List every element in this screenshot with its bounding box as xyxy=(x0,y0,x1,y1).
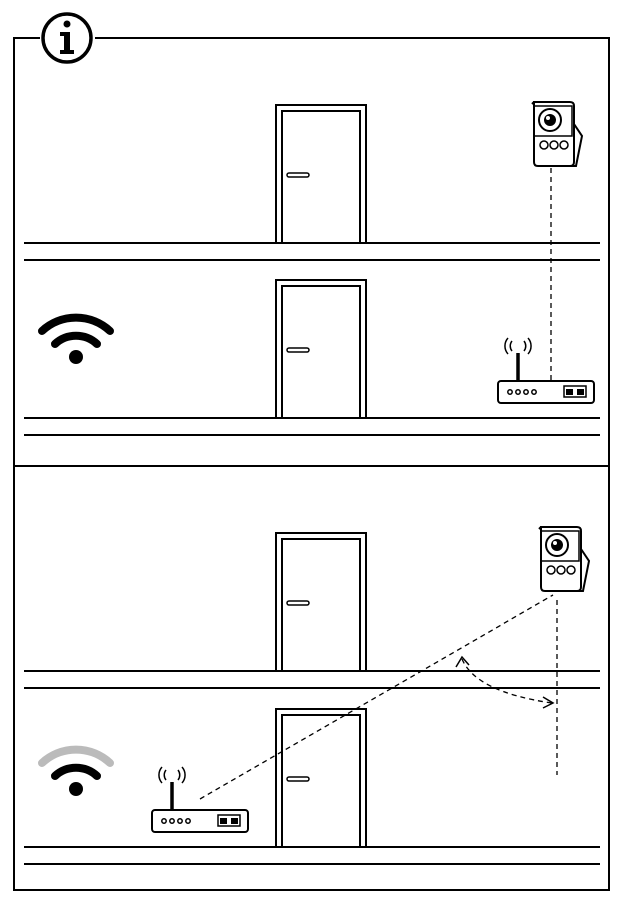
door-icon xyxy=(275,279,367,419)
wifi-weak-icon xyxy=(38,745,114,796)
scene-good-placement xyxy=(24,101,600,436)
signal-path-line xyxy=(199,594,554,800)
info-icon xyxy=(41,12,93,64)
floor-line xyxy=(24,242,600,436)
floor-line xyxy=(24,670,600,865)
camera-icon xyxy=(538,526,590,592)
router-icon xyxy=(496,336,596,405)
wifi-strong-icon xyxy=(38,313,114,364)
door-icon xyxy=(275,104,367,244)
angle-arc-icon xyxy=(455,655,555,709)
scene-poor-placement xyxy=(24,526,600,865)
camera-icon xyxy=(531,101,583,167)
router-icon xyxy=(150,765,250,834)
door-icon xyxy=(275,532,367,672)
info-frame xyxy=(13,37,610,891)
